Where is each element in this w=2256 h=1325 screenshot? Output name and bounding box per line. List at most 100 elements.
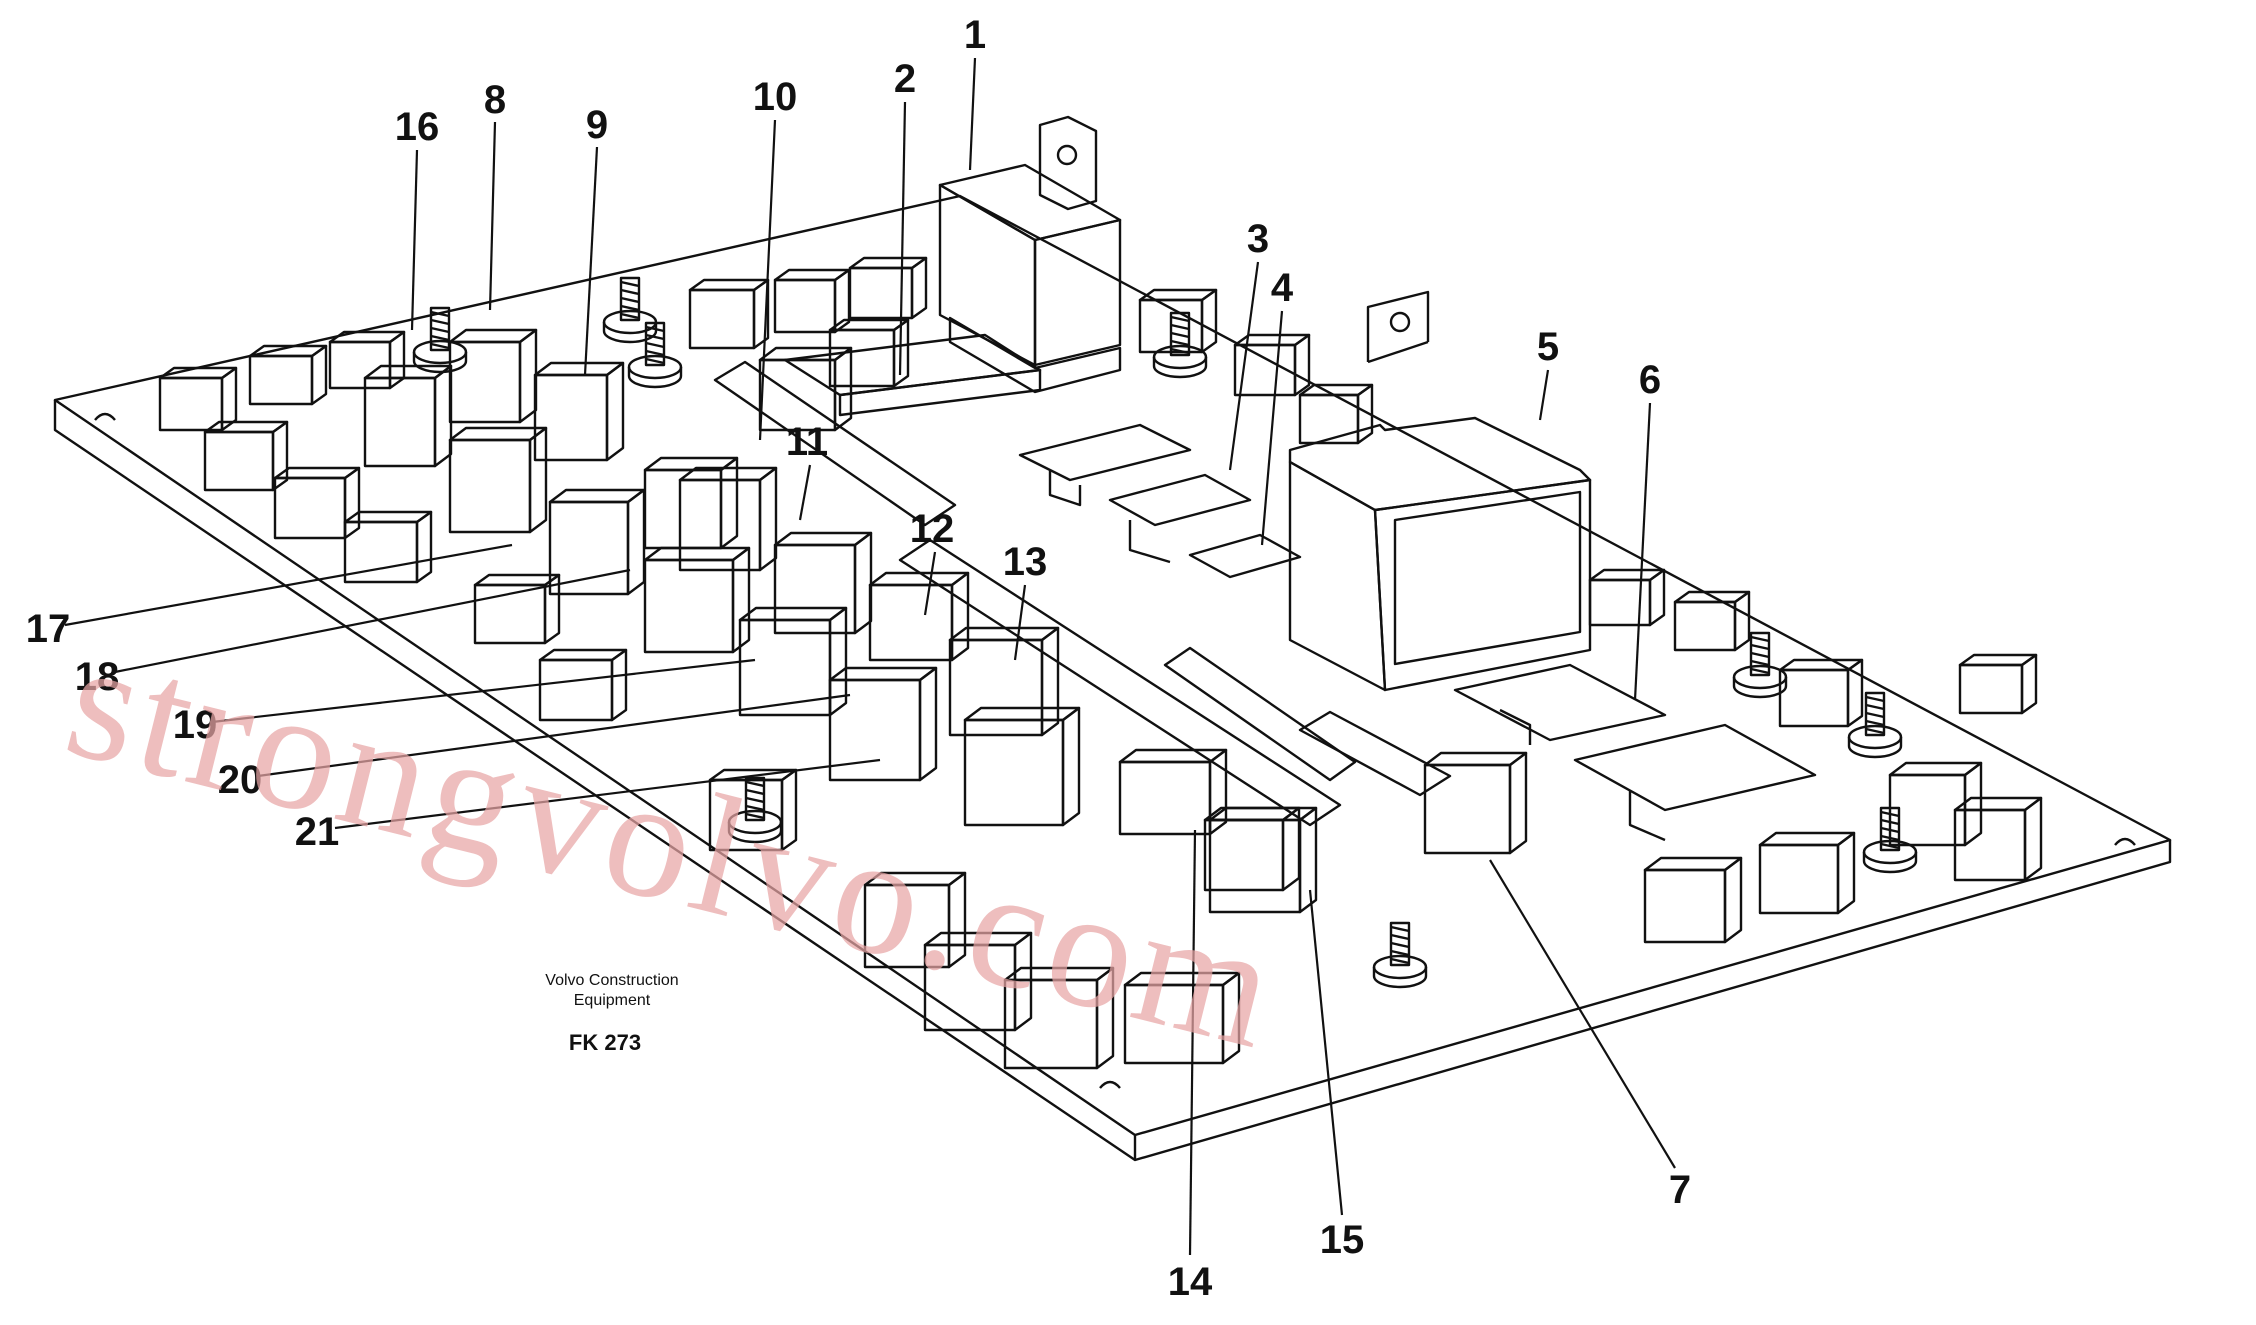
small-relay (1888, 761, 1983, 847)
fuse-strips (713, 333, 1452, 827)
callout-1: 1 (964, 13, 986, 57)
small-relay (923, 931, 1033, 1032)
stud-bolt (727, 776, 783, 844)
small-relay (1203, 806, 1301, 892)
small-relay (828, 318, 910, 388)
callout-19: 19 (173, 703, 218, 747)
stud-bolt (602, 276, 658, 344)
small-relay (533, 361, 625, 462)
callout-7: 7 (1669, 1168, 1691, 1212)
small-relay (248, 344, 328, 406)
leader-line (1308, 889, 1344, 1216)
small-relay (868, 571, 970, 662)
small-relay (773, 268, 851, 334)
callout-8: 8 (484, 78, 506, 122)
leader-line (583, 146, 599, 376)
leader-line (334, 758, 881, 830)
stud-bolt (1847, 691, 1903, 759)
callout-14: 14 (1168, 1260, 1213, 1304)
small-relay (1673, 590, 1751, 652)
leader-line (798, 464, 812, 521)
small-relay (1588, 568, 1666, 627)
small-relay (1123, 971, 1241, 1065)
stud-bolts (412, 276, 1918, 989)
callout-18: 18 (75, 655, 120, 699)
stud-bolt (1732, 631, 1788, 699)
leader-line (1633, 402, 1652, 701)
callout-21: 21 (295, 810, 340, 854)
leader-line (257, 693, 851, 778)
leader-line (923, 551, 937, 616)
small-relay (1423, 751, 1528, 855)
small-relay (643, 546, 751, 654)
small-relay (548, 488, 646, 596)
callout-5: 5 (1537, 325, 1559, 369)
small-relay (688, 278, 770, 350)
leader-line (1538, 369, 1550, 421)
small-relay (1953, 796, 2043, 882)
small-relay (848, 256, 928, 320)
small-relay (1958, 653, 2038, 715)
figure-code: FK 273 (569, 1030, 641, 1055)
callout-20: 20 (218, 758, 263, 802)
stud-bolt (1152, 311, 1208, 379)
caption: Volvo Construction Equipment FK 273 (545, 972, 678, 1055)
small-relay (1233, 333, 1311, 397)
callout-15: 15 (1320, 1218, 1365, 1262)
leader-line (898, 101, 907, 376)
leader-line (488, 121, 497, 311)
small-relay (948, 626, 1060, 737)
callout-11: 11 (786, 420, 828, 464)
small-relay (203, 420, 289, 492)
leader-line (1228, 261, 1260, 471)
small-relay (1003, 966, 1115, 1070)
caption-division: Equipment (574, 992, 651, 1009)
leader-line (1489, 859, 1676, 1169)
small-relay (678, 466, 778, 572)
callout-10: 10 (753, 75, 798, 119)
small-relay (158, 366, 238, 432)
callout-16: 16 (395, 105, 440, 149)
circuit-board (53, 194, 2172, 1162)
large-relay-5 (1288, 290, 1592, 692)
small-relay (273, 466, 361, 540)
leader-line (410, 149, 419, 331)
leader-line (1013, 584, 1027, 661)
small-relay (328, 330, 406, 390)
callout-labels: 1 2 3 4 5 6 7 8 9 10 11 12 13 14 15 16 1… (26, 13, 1691, 1304)
stud-bolt (412, 306, 468, 374)
callout-4: 4 (1271, 266, 1294, 310)
leader-lines (64, 57, 1676, 1256)
small-relay (758, 346, 853, 432)
small-relay (538, 648, 628, 722)
callout-13: 13 (1003, 540, 1048, 584)
leader-line (211, 658, 756, 724)
callout-12: 12 (910, 507, 955, 551)
callout-2: 2 (894, 57, 916, 101)
callout-17: 17 (26, 607, 71, 651)
callout-9: 9 (586, 103, 608, 147)
leader-line (1188, 829, 1197, 1256)
small-relays (158, 256, 2043, 1070)
callout-3: 3 (1247, 217, 1269, 261)
small-relay (863, 871, 967, 969)
stud-bolt (627, 321, 683, 389)
small-relay (1643, 856, 1743, 944)
brackets (1018, 423, 1817, 842)
small-relay (1298, 383, 1374, 445)
small-relay (1778, 658, 1864, 728)
small-relay (963, 706, 1081, 827)
small-relay (828, 666, 938, 782)
callout-6: 6 (1639, 358, 1661, 402)
small-relay (473, 573, 561, 645)
watermark: strongvolvo.com (51, 603, 1297, 1085)
small-relay (773, 531, 873, 635)
leader-line (64, 543, 513, 627)
small-relay (1758, 831, 1856, 915)
caption-company: Volvo Construction (545, 972, 678, 989)
small-relay (448, 426, 548, 534)
small-relay (448, 328, 538, 424)
stud-bolt (1862, 806, 1918, 874)
large-relay-1 (938, 115, 1122, 394)
